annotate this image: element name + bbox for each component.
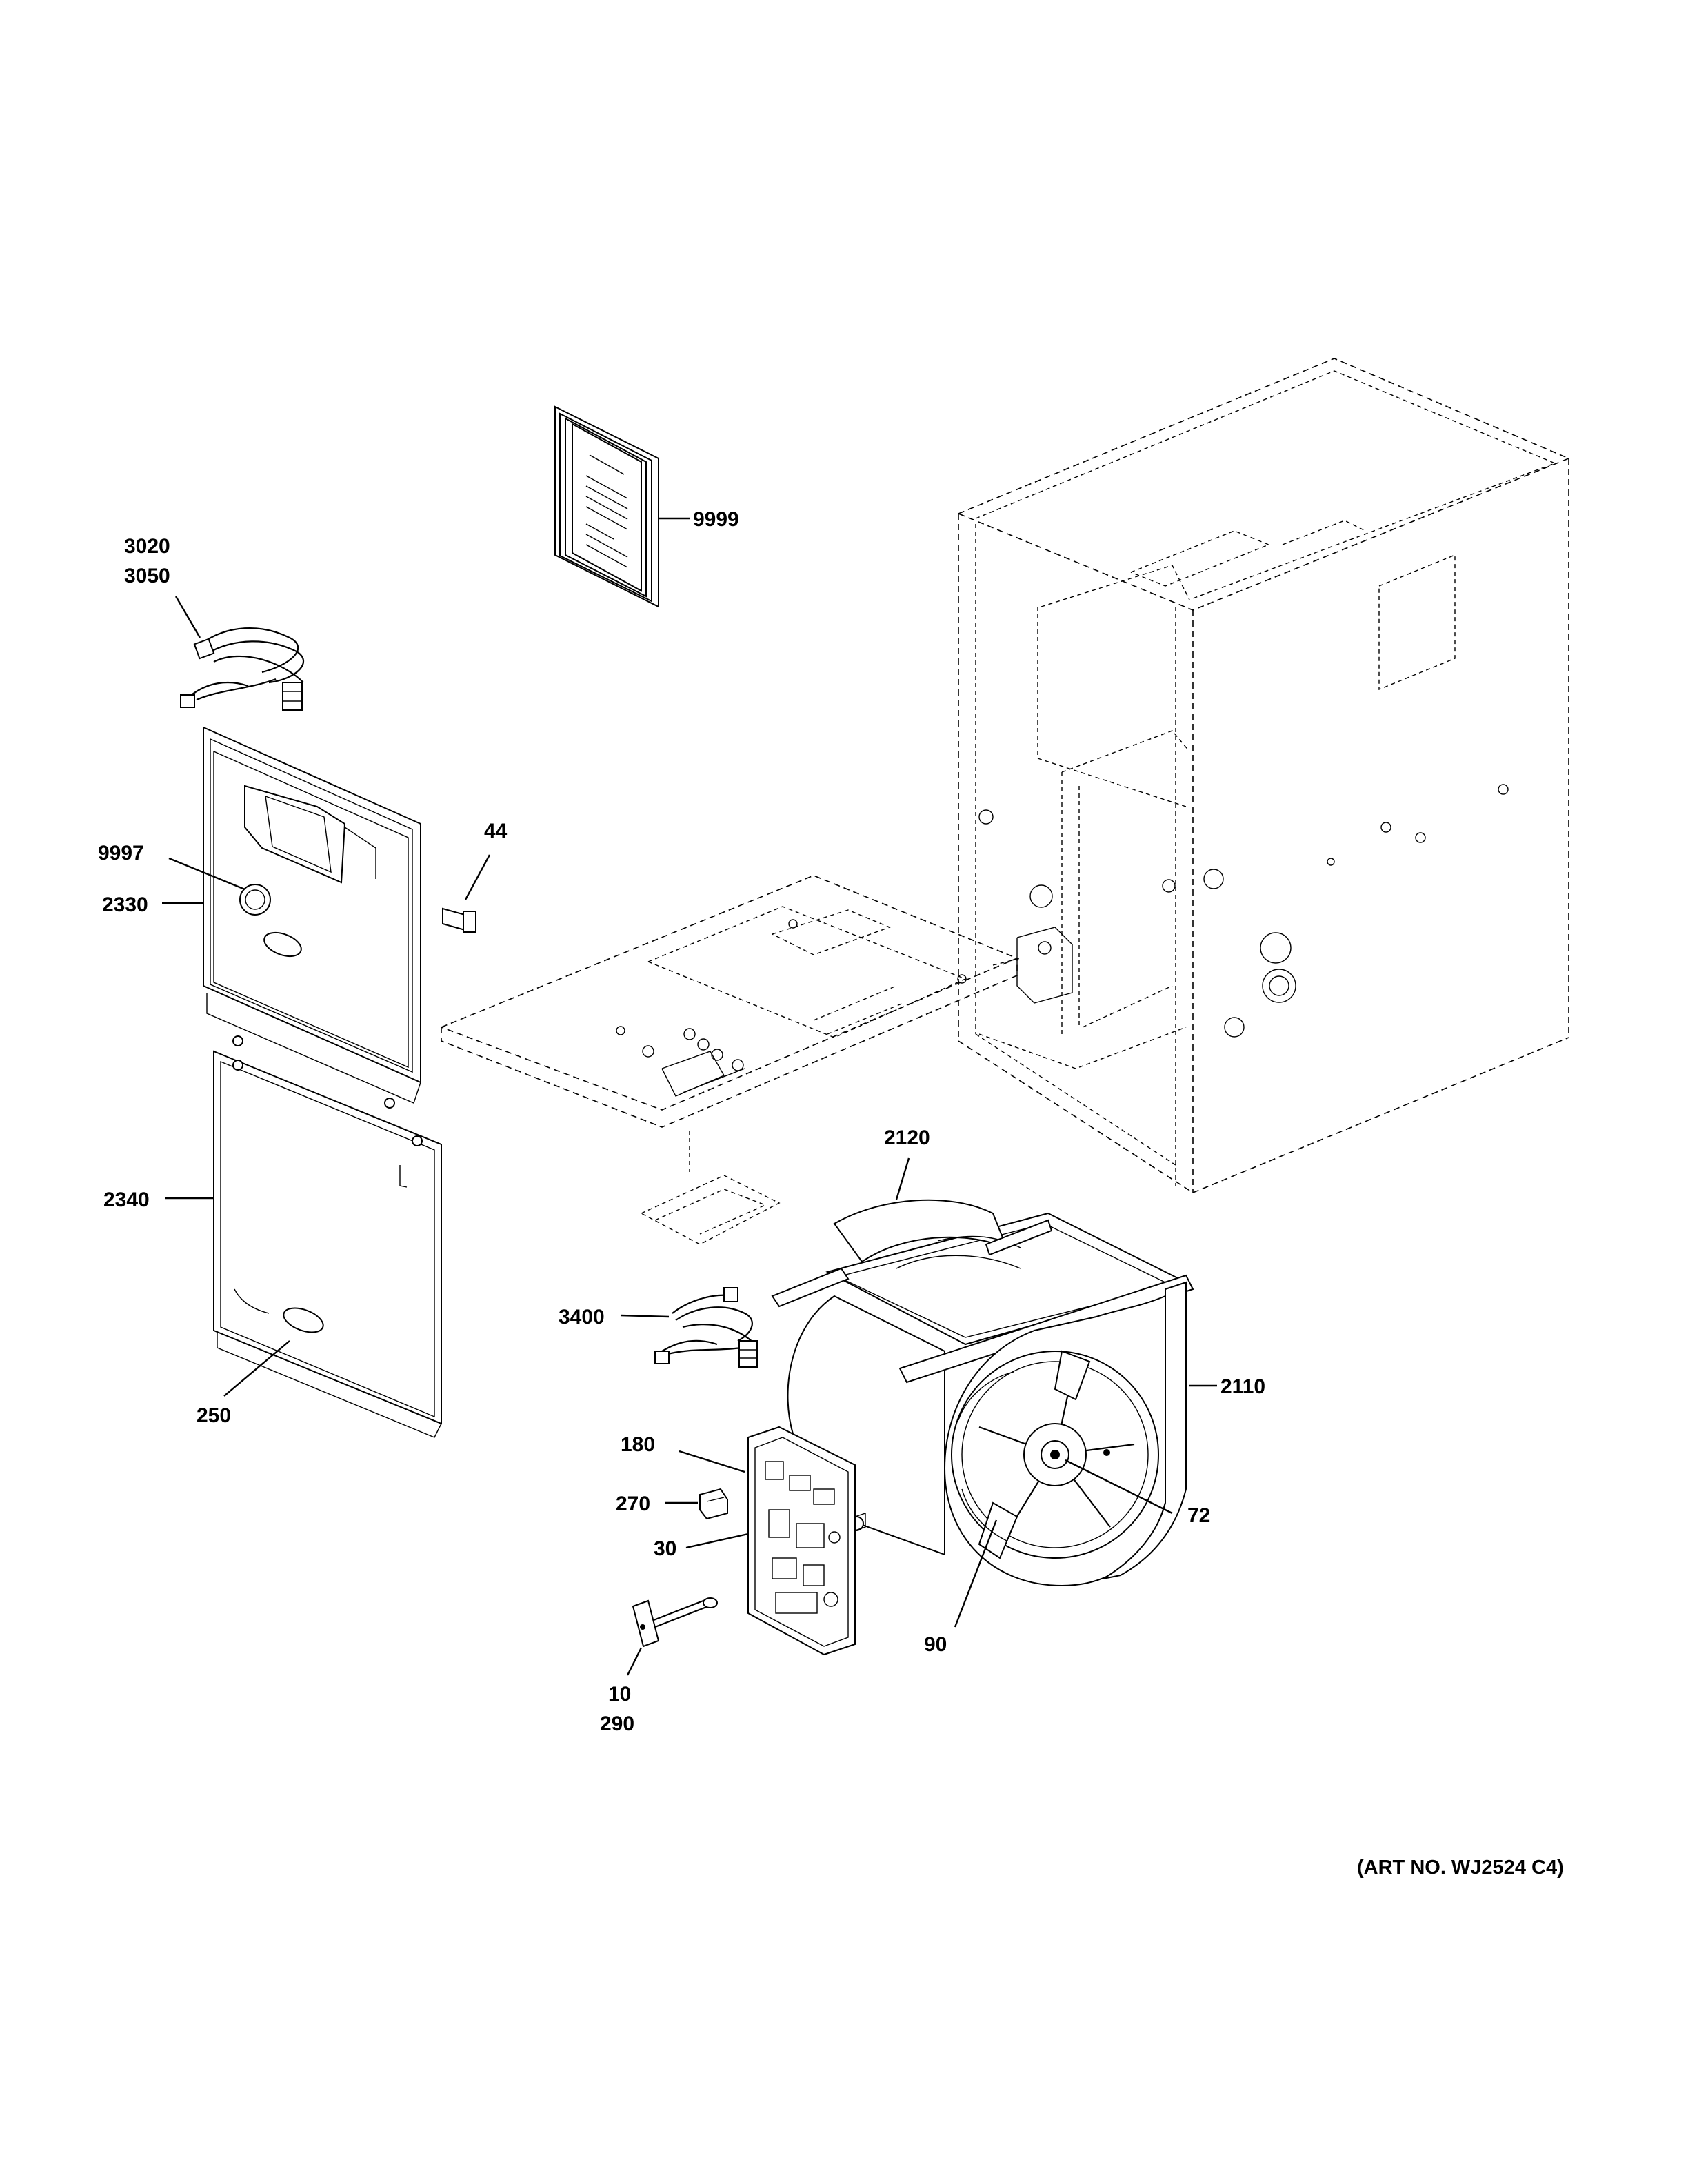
leader-2120 — [895, 1157, 910, 1200]
leader-180 — [679, 1450, 745, 1473]
label-90: 90 — [924, 1633, 947, 1656]
label-3400: 3400 — [559, 1306, 605, 1328]
label-2120: 2120 — [884, 1126, 930, 1149]
leader-3400 — [620, 1314, 670, 1318]
control-board — [747, 1426, 866, 1656]
label-9999: 9999 — [693, 508, 739, 531]
label-2340: 2340 — [103, 1189, 150, 1211]
door-switch — [442, 907, 476, 933]
label-10: 10 — [608, 1683, 631, 1706]
label-290: 290 — [600, 1712, 634, 1735]
flame-sensor — [632, 1597, 718, 1648]
wire-harness-upper — [180, 627, 305, 711]
label-2110: 2110 — [1220, 1375, 1265, 1398]
literature-manual — [554, 405, 659, 608]
blower-assembly — [771, 1199, 1194, 1587]
label-30: 30 — [654, 1537, 676, 1560]
leader-9997 — [168, 857, 245, 891]
leader-30 — [685, 1533, 749, 1549]
label-44: 44 — [484, 820, 508, 842]
limit-switch-part — [699, 1488, 728, 1520]
label-9997: 9997 — [98, 842, 144, 865]
label-270: 270 — [616, 1493, 650, 1515]
label-72: 72 — [1187, 1504, 1210, 1527]
label-180: 180 — [621, 1433, 655, 1456]
upper-door-panel — [203, 726, 421, 1109]
leader-10 — [626, 1647, 643, 1676]
leader-250 — [223, 1340, 290, 1397]
leader-90 — [954, 1519, 998, 1628]
leader-44 — [464, 854, 491, 900]
furnace-cabinet-outline — [958, 358, 1571, 1193]
blower-deck-outline — [441, 875, 1019, 1245]
art-number: (ART NO. WJ2524 C4) — [1357, 1857, 1564, 1879]
label-3020: 3020 — [124, 535, 170, 558]
leader-3020 — [174, 596, 201, 638]
label-2330: 2330 — [102, 893, 148, 916]
wire-harness-lower — [654, 1287, 758, 1368]
leader-72 — [1065, 1459, 1173, 1515]
label-3050: 3050 — [124, 565, 170, 587]
lower-door-panel — [213, 1050, 442, 1438]
label-250: 250 — [197, 1404, 231, 1427]
